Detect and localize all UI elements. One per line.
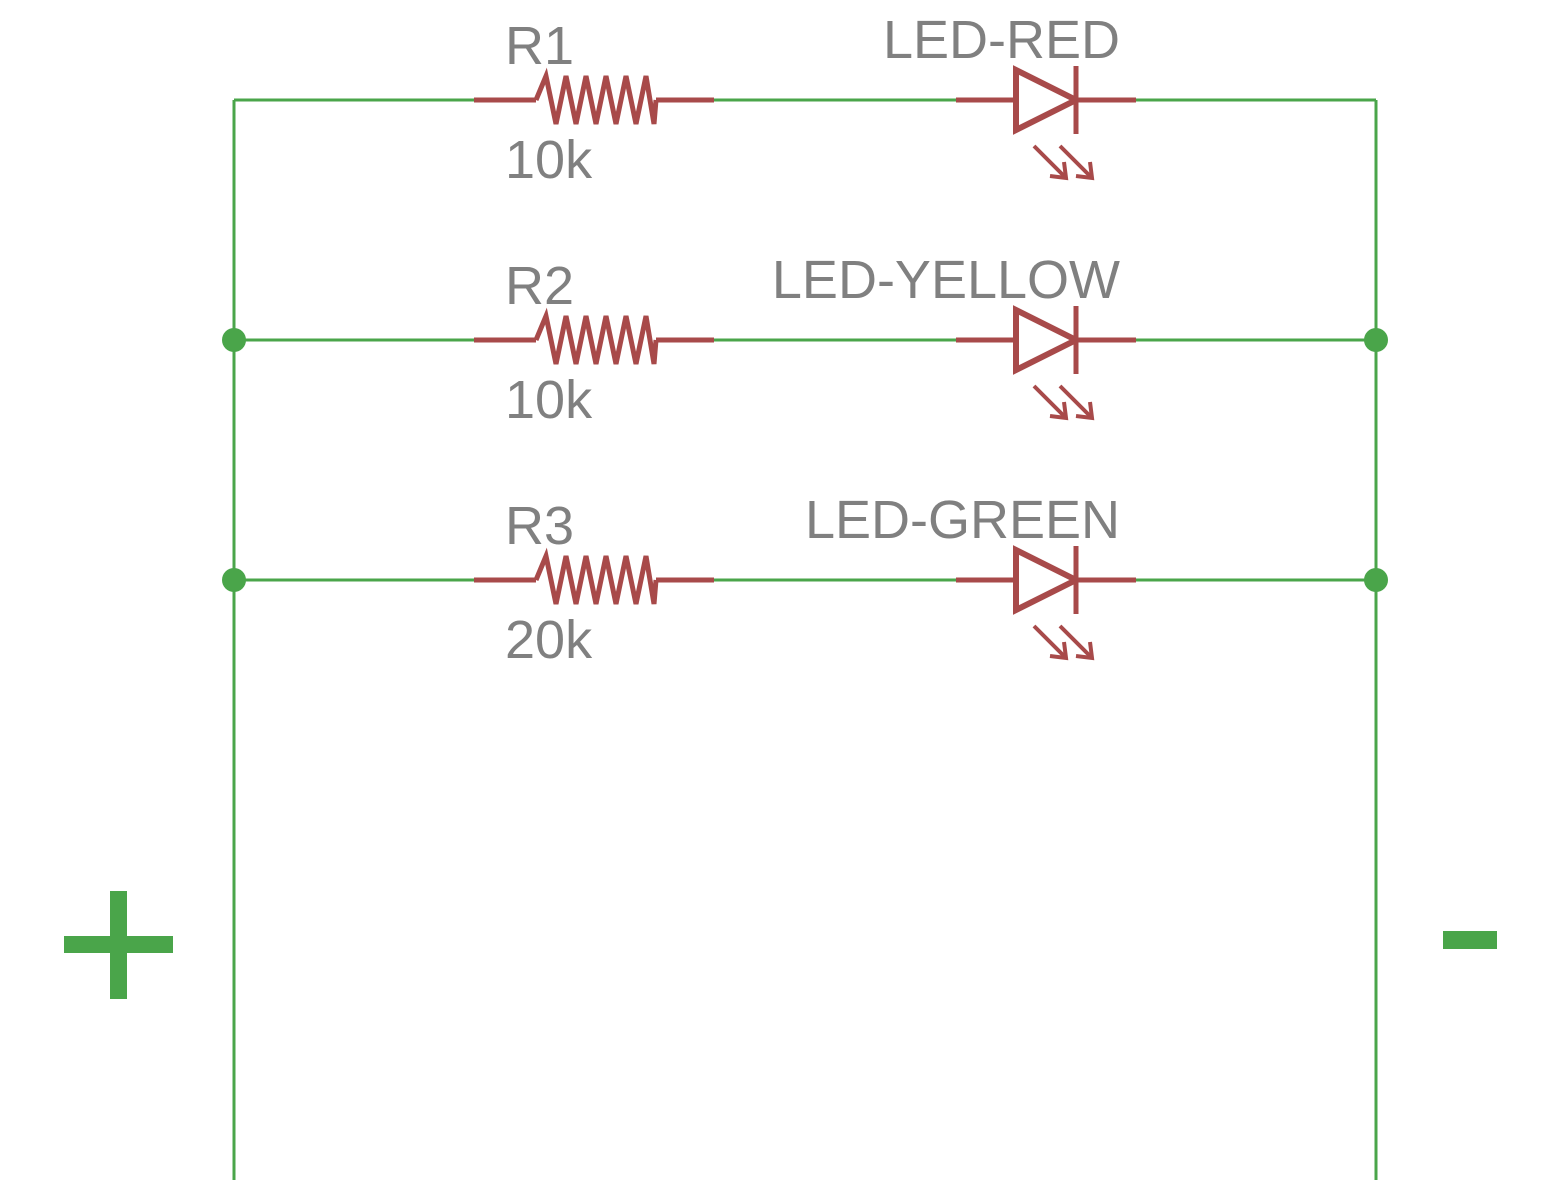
junction-dot [222,328,246,352]
resistor-value-label: 20k [505,610,593,670]
rails [232,100,1378,1180]
positive-terminal-symbol: + [64,891,173,999]
branch-r3-led-green: R3 20k LED-GREEN [222,490,1388,670]
light-emission-arrows-icon [1032,624,1095,661]
branch-r1-led-red: R1 10k LED-RED [234,10,1376,190]
resistor-r3 [474,547,714,605]
led-green [956,545,1136,661]
junction-dot [1364,328,1388,352]
junction-dot [1364,568,1388,592]
resistor-r2 [474,307,714,365]
led-yellow [956,305,1136,421]
led-name-label: LED-RED [883,10,1120,70]
light-emission-arrows-icon [1032,384,1095,421]
negative-terminal-symbol: - [1443,931,1497,949]
resistor-value-label: 10k [505,370,593,430]
led-red [956,65,1136,181]
led-name-label: LED-YELLOW [772,250,1120,310]
resistor-name-label: R2 [505,256,574,316]
junction-dot [222,568,246,592]
resistor-name-label: R3 [505,496,574,556]
light-emission-arrows-icon [1032,144,1095,181]
branch-r2-led-yellow: R2 10k LED-YELLOW [222,250,1388,430]
led-name-label: LED-GREEN [805,490,1120,550]
resistor-value-label: 10k [505,130,593,190]
resistor-name-label: R1 [505,16,574,76]
resistor-r1 [474,67,714,125]
